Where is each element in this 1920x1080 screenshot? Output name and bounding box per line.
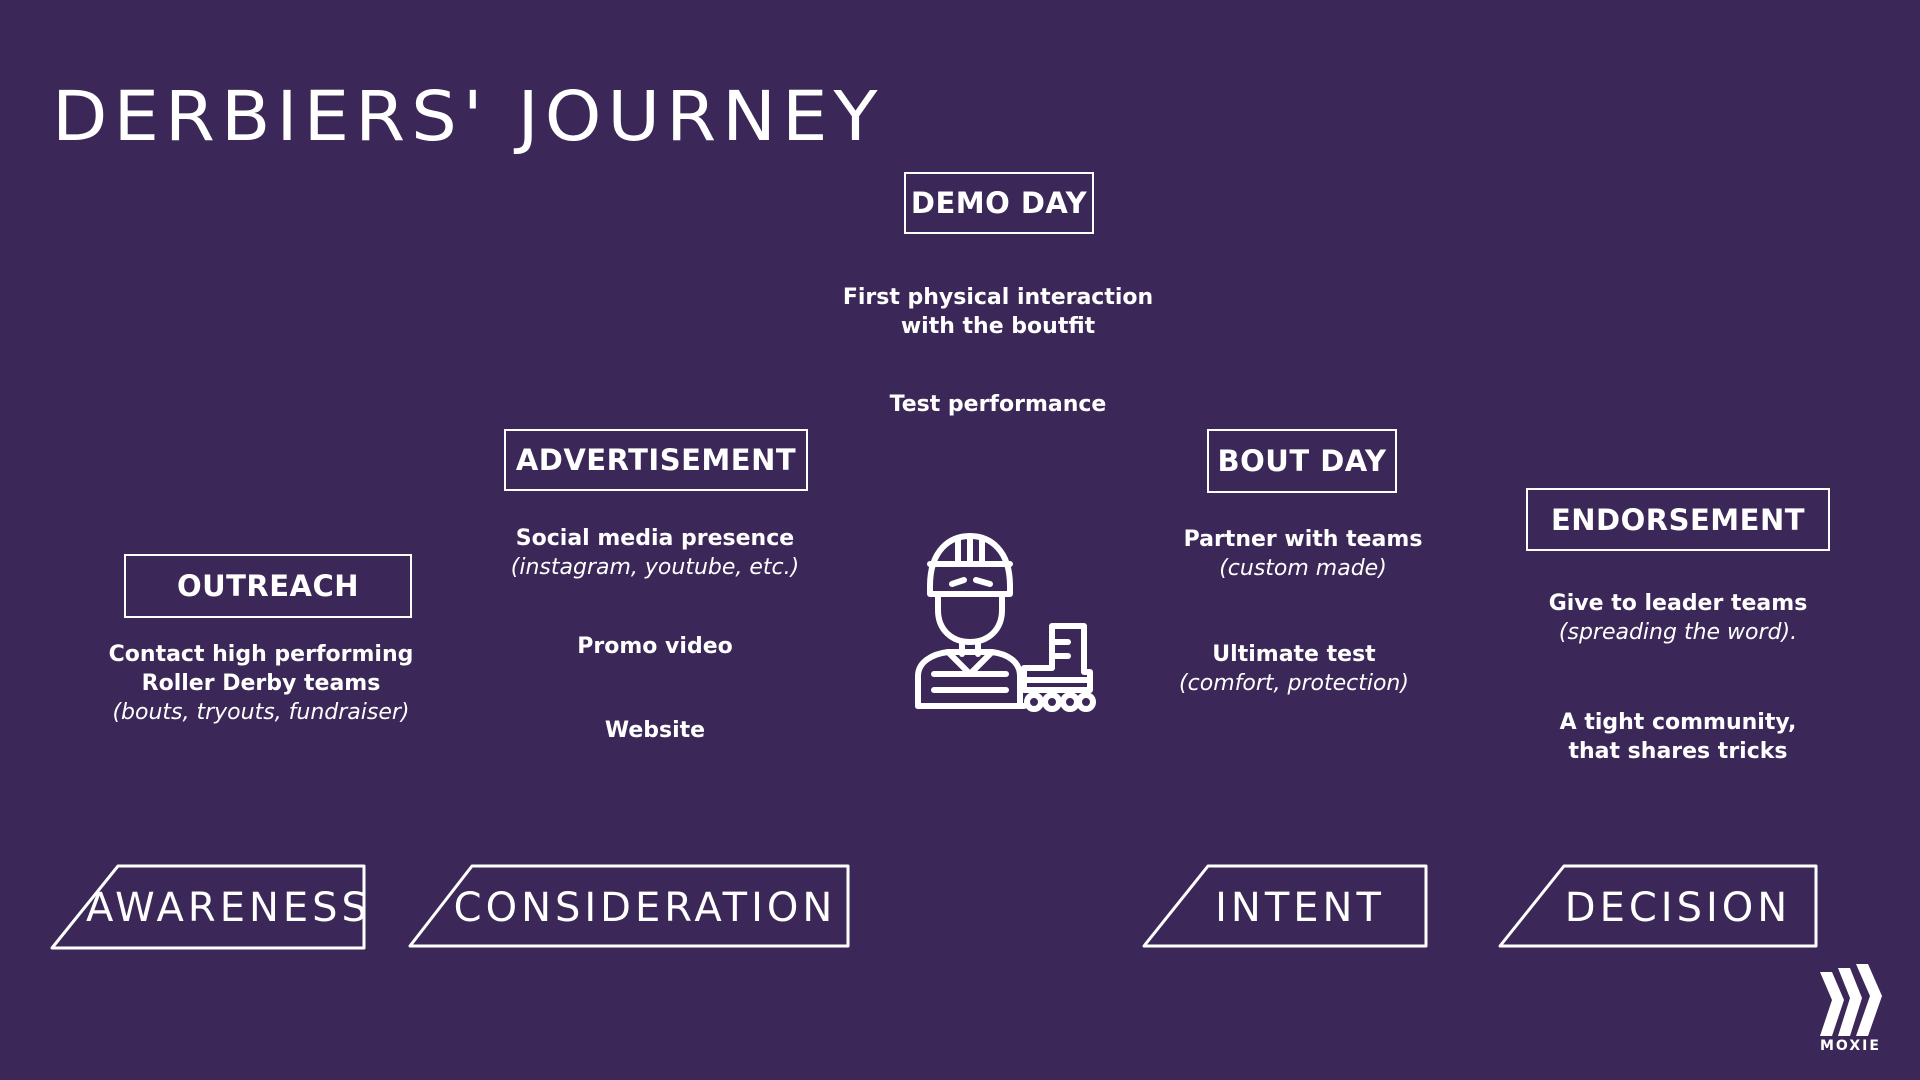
endorsement-label: ENDORSEMENT — [1526, 488, 1830, 551]
bout-day-item-partner: Partner with teams (custom made) — [1184, 525, 1423, 583]
moxie-logo-text: MOXIE — [1820, 1038, 1881, 1054]
demo-day-line-2: with the boutfit — [900, 314, 1096, 339]
stage-consideration-label: CONSIDERATION — [453, 885, 837, 931]
demo-day-line-3: Test performance — [889, 392, 1107, 417]
endorsement-item-give: Give to leader teams (spreading the word… — [1549, 589, 1808, 647]
outreach-line-1: Contact high performing — [108, 642, 414, 667]
page-title: DERBIERS' JOURNEY — [52, 76, 884, 156]
advertisement-item-website: Website — [605, 716, 705, 745]
outreach-description: Contact high performing Roller Derby tea… — [109, 640, 414, 727]
moxie-chevrons-icon — [1820, 964, 1882, 1036]
stage-consideration-shape — [408, 864, 850, 948]
demo-day-line-1: First physical interaction — [842, 285, 1154, 310]
outreach-line-3: (bouts, tryouts, fundraiser) — [112, 700, 410, 725]
advertisement-item-1-italic: (instagram, youtube, etc.) — [510, 555, 800, 580]
stage-awareness-shape — [50, 864, 366, 950]
stage-intent-shape — [1142, 864, 1428, 948]
outreach-label: OUTREACH — [124, 554, 412, 618]
bout-day-label: BOUT DAY — [1207, 429, 1397, 493]
stage-decision-label: DECISION — [1564, 885, 1792, 931]
advertisement-item-2: Promo video — [577, 634, 733, 659]
advertisement-item-promo: Promo video — [577, 632, 732, 661]
demo-day-label: DEMO DAY — [904, 172, 1094, 234]
stage-decision-shape — [1498, 864, 1818, 948]
demo-day-description: First physical interaction with the bout… — [843, 283, 1153, 341]
demo-day-test: Test performance — [890, 390, 1107, 419]
advertisement-item-social: Social media presence (instagram, youtub… — [511, 524, 799, 582]
outreach-line-2: Roller Derby teams — [141, 671, 381, 696]
bout-day-item-2-italic: (comfort, protection) — [1179, 671, 1409, 696]
bout-day-item-1-italic: (custom made) — [1219, 556, 1387, 581]
advertisement-item-3: Website — [604, 718, 706, 743]
endorsement-item-2-line-1: A tight community, — [1559, 710, 1797, 735]
endorsement-item-community: A tight community, that shares tricks — [1560, 708, 1797, 766]
roller-derby-skater-icon — [915, 533, 1096, 712]
advertisement-label: ADVERTISEMENT — [504, 429, 808, 491]
bout-day-item-test: Ultimate test (comfort, protection) — [1179, 640, 1409, 698]
stage-intent-label: INTENT — [1215, 885, 1385, 931]
stage-awareness-label: AWARENESS — [86, 885, 371, 931]
endorsement-item-1-italic: (spreading the word). — [1558, 620, 1798, 645]
bout-day-item-2-bold: Ultimate test — [1212, 642, 1376, 667]
endorsement-item-1-bold: Give to leader teams — [1548, 591, 1808, 616]
endorsement-item-2-line-2: that shares tricks — [1568, 739, 1788, 764]
advertisement-item-1-bold: Social media presence — [515, 526, 795, 551]
bout-day-item-1-bold: Partner with teams — [1183, 527, 1423, 552]
